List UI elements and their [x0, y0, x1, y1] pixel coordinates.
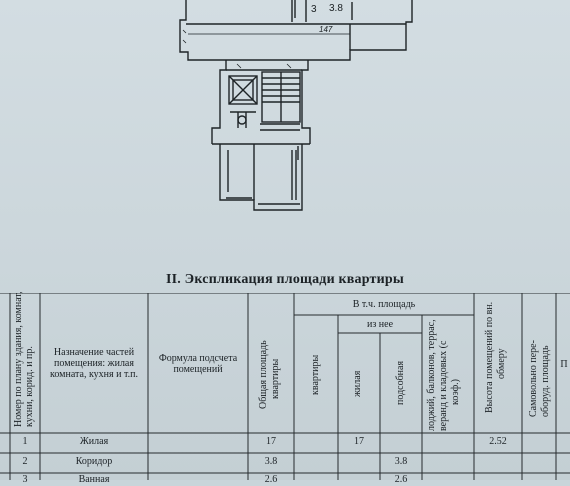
header-room-no-part1: Номер по плану здания, комнат,	[13, 291, 24, 427]
row-aux-area: 2.6	[394, 474, 408, 485]
header-self-redev-part1: Самовольно пере-	[528, 340, 539, 417]
row-height: 2.52	[489, 436, 507, 447]
header-loggias-part2: веранд и кладовых (с	[438, 340, 449, 431]
row-number: 3	[22, 474, 28, 485]
header-living: жилая	[352, 370, 363, 397]
row-number: 1	[22, 436, 28, 447]
header-apartments: квартиры	[310, 354, 321, 395]
section-title: II. Экспликация площади квартиры	[165, 272, 405, 287]
table-grid	[0, 293, 570, 480]
header-incl-area: В т.ч. площадь	[352, 299, 416, 310]
row-aux-area: 3.8	[394, 456, 408, 467]
plan-dimension: 147	[319, 25, 333, 34]
row-living-area: 17	[354, 436, 364, 447]
floor-plan: 3 3.8 147	[179, 0, 413, 211]
row-purpose: Жилая	[79, 436, 109, 447]
plan-room-area: 3.8	[329, 3, 343, 14]
header-height-part2: обмеру	[496, 348, 507, 379]
plan-room-number: 3	[311, 4, 317, 15]
explication-table: Номер по плану здания, комнат, кухни, ко…	[0, 291, 570, 485]
header-height-part1: Высота помещений по вн.	[484, 301, 495, 413]
header-formula: Формула подсчета помещений	[158, 353, 238, 375]
header-loggias-part1: лоджий, балконов, террас,	[426, 319, 437, 431]
row-total-area: 3.8	[264, 456, 278, 467]
header-self-redev-part2: оборуд. площадь	[540, 345, 551, 417]
header-total-area-part1: Общая площадь	[258, 340, 269, 409]
header-room-no-part2: кухни, корид. и пр.	[24, 346, 35, 427]
row-purpose: Коридор	[75, 456, 113, 467]
header-total-area-part2: квартиры	[270, 358, 281, 399]
row-total-area: 2.6	[264, 474, 278, 485]
header-extra-col: П	[560, 359, 568, 370]
header-purpose: Назначение частей помещения: жилая комна…	[50, 347, 138, 380]
row-purpose: Ванная	[78, 474, 110, 485]
header-of-which: из нее	[366, 319, 394, 330]
floor-plan-drawing	[179, 0, 413, 211]
header-loggias-part3: коэф.)	[450, 378, 461, 405]
header-auxiliary: подсобная	[395, 360, 406, 405]
row-number: 2	[22, 456, 28, 467]
row-total-area: 17	[266, 436, 276, 447]
